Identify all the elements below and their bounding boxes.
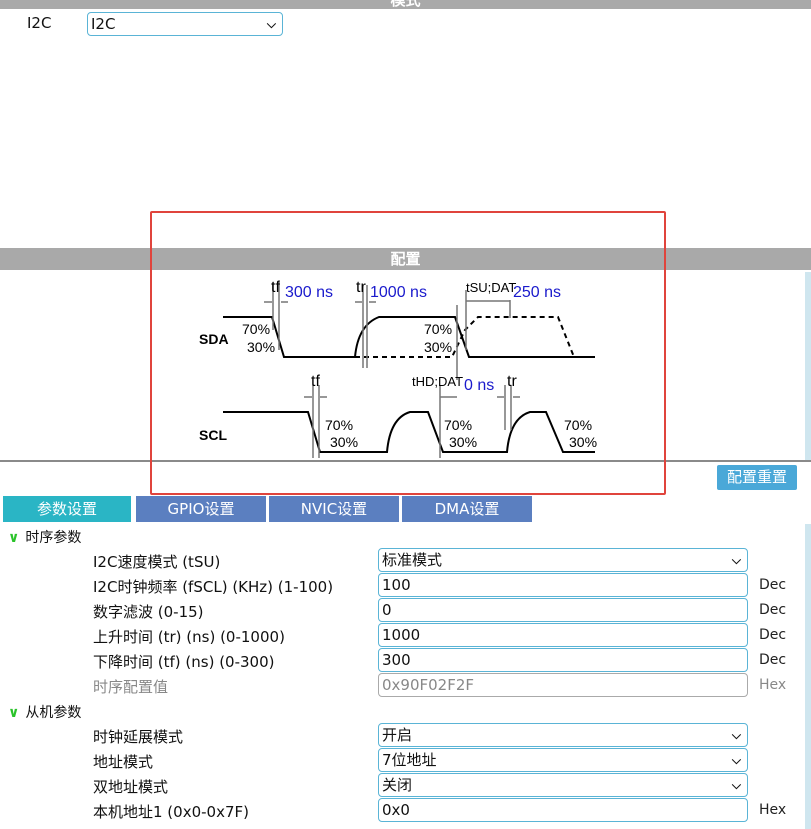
timing-guides (264, 282, 520, 458)
section-header[interactable]: ∨ 从机参数 (8, 702, 81, 722)
param-label: 时序配置值 (93, 678, 169, 696)
param-value: 300 (382, 651, 411, 669)
i2c-timing-diagram: SDA SCL tf 300 ns tr 1000 ns tSU;DAT 250… (199, 279, 597, 458)
param-input[interactable]: 1000 (378, 623, 748, 647)
chevron-down-icon: ⌵ (266, 17, 276, 31)
scl-30-label-2: 30% (449, 434, 477, 450)
sda-dashed-waveform (355, 316, 575, 358)
param-unit: Dec (759, 627, 787, 643)
section-header[interactable]: ∨ 时序参数 (8, 527, 81, 547)
scl-70-label: 70% (325, 417, 353, 433)
param-select[interactable]: 开启 ⌵ (378, 723, 748, 747)
scl-waveform (223, 411, 595, 453)
params-scrollbar[interactable] (805, 524, 811, 829)
scl-30-label-3: 30% (569, 434, 597, 450)
thd-label: tHD;DAT (412, 374, 463, 389)
sda-30-label-2: 30% (424, 339, 452, 355)
divider (0, 460, 811, 462)
thd-value: 0 ns (464, 377, 494, 394)
param-value: 7位地址 (382, 751, 437, 769)
param-value: 0x0 (382, 801, 410, 819)
param-value: 关闭 (382, 776, 413, 794)
param-select[interactable]: 标准模式 ⌵ (378, 548, 748, 572)
diagram-scrollbar[interactable] (805, 272, 811, 460)
param-unit: Dec (759, 577, 787, 593)
param-label: I2C时钟频率 (fSCL) (KHz) (1-100) (93, 578, 334, 596)
param-input[interactable]: 300 (378, 648, 748, 672)
scl-tr-label: tr (507, 373, 517, 390)
param-label: 下降时间 (tf) (ns) (0-300) (93, 653, 275, 671)
param-label: 双地址模式 (93, 778, 169, 796)
param-value: 0 (382, 601, 392, 619)
section-title: 时序参数 (25, 530, 82, 546)
param-value: 100 (382, 576, 411, 594)
sda-70-label: 70% (242, 321, 270, 337)
param-value: 标准模式 (382, 551, 443, 569)
param-input[interactable]: 100 (378, 573, 748, 597)
scl-label: SCL (199, 427, 227, 443)
tsu-label: tSU;DAT (466, 280, 516, 295)
sda-70-label-2: 70% (424, 321, 452, 337)
scl-tf-label: tf (311, 373, 320, 390)
reset-config-button[interactable]: 配置重置 (717, 465, 797, 490)
tab-nvic[interactable]: NVIC设置 (269, 496, 399, 522)
param-select[interactable]: 7位地址 ⌵ (378, 748, 748, 772)
param-value: 0x90F02F2F (382, 676, 475, 694)
config-header: 配置 (0, 248, 811, 270)
tsu-value: 250 ns (513, 284, 561, 301)
mode-label: I2C (27, 14, 52, 32)
param-label: 上升时间 (tr) (ns) (0-1000) (93, 628, 285, 646)
tr-label: tr (356, 279, 366, 296)
param-input[interactable]: 0x0 (378, 798, 748, 822)
param-label: I2C速度模式 (tSU) (93, 553, 221, 571)
mode-select-value: I2C (91, 15, 116, 33)
param-unit: Dec (759, 652, 787, 668)
mode-header: 模式 (0, 0, 811, 9)
chevron-down-icon: ⌵ (731, 553, 741, 567)
config-header-title: 配置 (390, 250, 421, 268)
param-unit: Hex (759, 677, 787, 693)
param-unit: Dec (759, 602, 787, 618)
chevron-down-icon: ∨ (8, 705, 20, 721)
tr-value: 1000 ns (370, 284, 427, 301)
sda-30-label: 30% (247, 339, 275, 355)
tab-gpio[interactable]: GPIO设置 (136, 496, 266, 522)
scl-70-label-3: 70% (564, 417, 592, 433)
param-unit: Hex (759, 802, 787, 818)
chevron-down-icon: ∨ (8, 530, 20, 546)
tab-dma[interactable]: DMA设置 (402, 496, 532, 522)
tf-value: 300 ns (285, 284, 333, 301)
param-label: 时钟延展模式 (93, 728, 184, 746)
chevron-down-icon: ⌵ (731, 728, 741, 742)
scl-70-label-2: 70% (444, 417, 472, 433)
mode-header-title: 模式 (390, 0, 421, 9)
sda-label: SDA (199, 331, 229, 347)
chevron-down-icon: ⌵ (731, 778, 741, 792)
param-label: 本机地址1 (0x0-0x7F) (93, 803, 249, 821)
param-label: 数字滤波 (0-15) (93, 603, 204, 621)
param-select[interactable]: 关闭 ⌵ (378, 773, 748, 797)
chevron-down-icon: ⌵ (731, 753, 741, 767)
param-input: 0x90F02F2F (378, 673, 748, 697)
param-label: 地址模式 (93, 753, 154, 771)
param-value: 1000 (382, 626, 421, 644)
mode-select[interactable]: I2C ⌵ (87, 12, 283, 36)
section-title: 从机参数 (25, 705, 82, 721)
scl-30-label: 30% (330, 434, 358, 450)
param-value: 开启 (382, 726, 413, 744)
tab-params[interactable]: 参数设置 (3, 496, 131, 522)
param-input[interactable]: 0 (378, 598, 748, 622)
highlight-box (150, 211, 666, 495)
tf-label: tf (271, 279, 280, 296)
